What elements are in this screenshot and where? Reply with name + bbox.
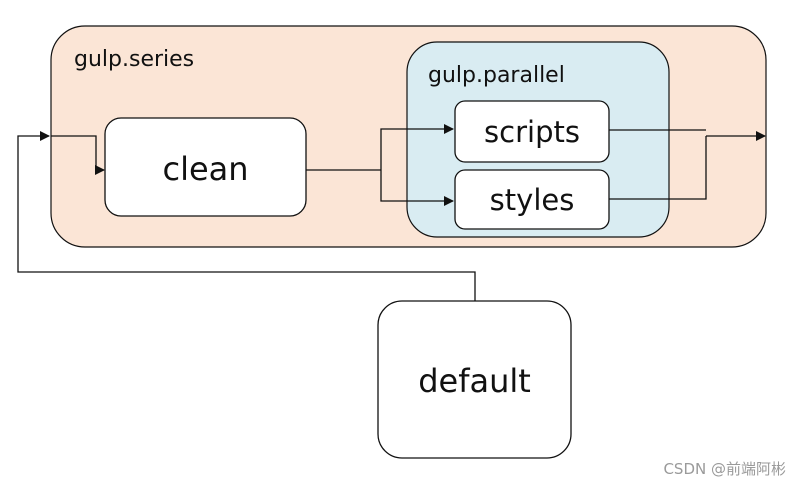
- default-node-box: [377, 300, 572, 459]
- parallel-group-label: gulp.parallel: [428, 63, 565, 88]
- scripts-node-box: [454, 100, 610, 163]
- styles-node: styles: [454, 169, 610, 230]
- connectors: [17, 124, 766, 301]
- clean-node-box: [104, 117, 307, 217]
- styles-node-box: [454, 169, 610, 230]
- scripts-node-label: scripts: [484, 115, 580, 149]
- connector-from-styles: [609, 136, 707, 200]
- connector-default-to-series: [17, 131, 476, 301]
- series-group-label: gulp.series: [74, 47, 194, 72]
- connector-to-styles: [380, 170, 454, 206]
- connector-to-scripts: [380, 124, 454, 170]
- clean-node-label: clean: [162, 150, 248, 188]
- connector-series-to-clean: [51, 135, 105, 175]
- scripts-node: scripts: [454, 100, 610, 163]
- default-node: default: [377, 300, 572, 459]
- watermark-text: CSDN @前端阿彬: [663, 460, 786, 478]
- clean-node: clean: [104, 117, 307, 217]
- styles-node-label: styles: [490, 183, 575, 217]
- default-node-label: default: [418, 362, 531, 400]
